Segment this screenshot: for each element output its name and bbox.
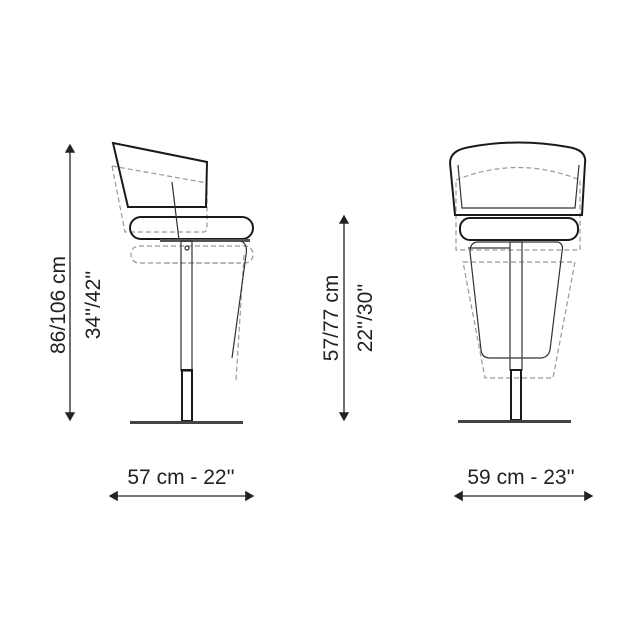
side-base: [130, 421, 243, 424]
seat-height-cm-label: 57/77 cm: [320, 275, 343, 361]
seat-height-in-label: 22''/30'': [354, 284, 377, 353]
depth-label: 57 cm - 22'': [127, 466, 234, 489]
width-label: 59 cm - 23'': [467, 466, 574, 489]
seat-height-dimension: 57/77 cm 22''/30'': [320, 214, 377, 422]
depth-dimension: 57 cm - 22'': [108, 466, 255, 502]
height-in-label: 34''/42'': [82, 271, 105, 340]
total-height-dimension: 86/106 cm 34''/42'': [47, 143, 105, 422]
front-view-stool: [448, 141, 587, 423]
seat-plate: [160, 239, 250, 242]
side-view-stool: [111, 141, 254, 424]
width-dimension: 59 cm - 23'': [453, 466, 594, 502]
height-cm-label: 86/106 cm: [47, 256, 70, 354]
front-base: [458, 420, 571, 423]
